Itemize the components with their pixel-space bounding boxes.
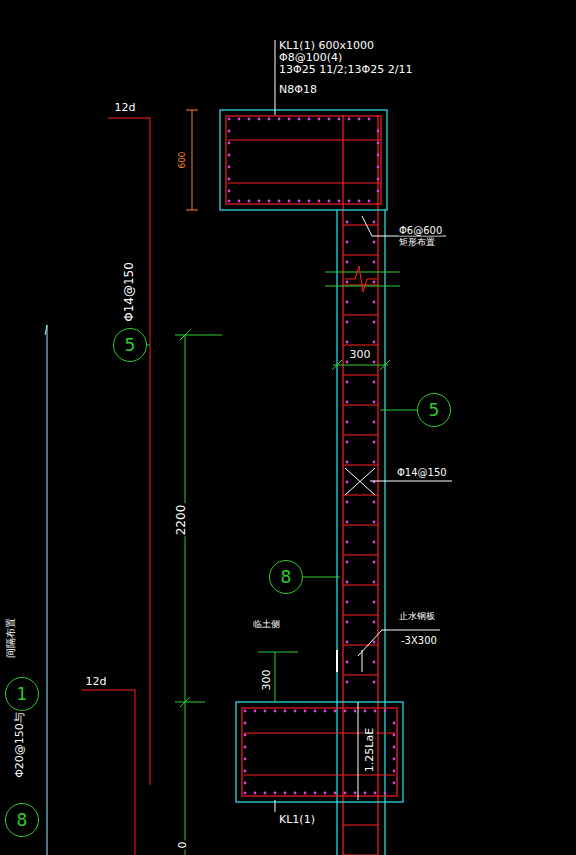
dimension-text: 1.25LaE bbox=[364, 727, 376, 773]
annotation-text: 12d bbox=[85, 676, 108, 688]
dimension-text: 2200 bbox=[175, 504, 188, 537]
dimension-text: Φ20@150与 bbox=[14, 711, 26, 779]
annotation-text: 临土侧 bbox=[252, 620, 281, 630]
annotation-text: 300 bbox=[349, 349, 372, 361]
callout-circle: 1 bbox=[5, 677, 39, 711]
callout-circle: 8 bbox=[269, 560, 303, 594]
annotation-text: N8Φ18 bbox=[278, 84, 318, 96]
callout-number: 1 bbox=[17, 686, 28, 703]
dimension-text: 间隔布置 bbox=[5, 617, 16, 659]
annotation-text: Φ14@150 bbox=[396, 467, 448, 478]
dimension-text: 300 bbox=[261, 669, 273, 692]
annotation-text: 13Φ25 11/2;13Φ25 2/11 bbox=[278, 64, 413, 76]
annotation-text: Φ8@100(4) bbox=[278, 52, 343, 64]
dimension-text: 0 bbox=[177, 841, 189, 850]
callout-number: 5 bbox=[429, 402, 440, 419]
dimension-text: Φ14@150 bbox=[123, 261, 136, 323]
annotation-text: KL1(1) bbox=[278, 814, 316, 826]
callout-number: 5 bbox=[125, 337, 136, 354]
annotation-text: KL1(1) 600x1000 bbox=[278, 40, 375, 52]
callout-number: 8 bbox=[281, 569, 292, 586]
dimension-text: 600 bbox=[178, 150, 188, 169]
annotation-text: -3X300 bbox=[400, 635, 438, 646]
annotation-text: Φ6@600 bbox=[398, 225, 443, 236]
callout-number: 8 bbox=[17, 812, 28, 829]
callout-circle: 5 bbox=[113, 328, 147, 362]
callout-circle: 8 bbox=[5, 803, 39, 837]
annotation-text: 止水钢板 bbox=[398, 612, 436, 622]
annotation-text: 矩形布置 bbox=[398, 238, 436, 248]
annotation-text: 12d bbox=[114, 102, 137, 114]
callout-circle: 5 bbox=[417, 393, 451, 427]
